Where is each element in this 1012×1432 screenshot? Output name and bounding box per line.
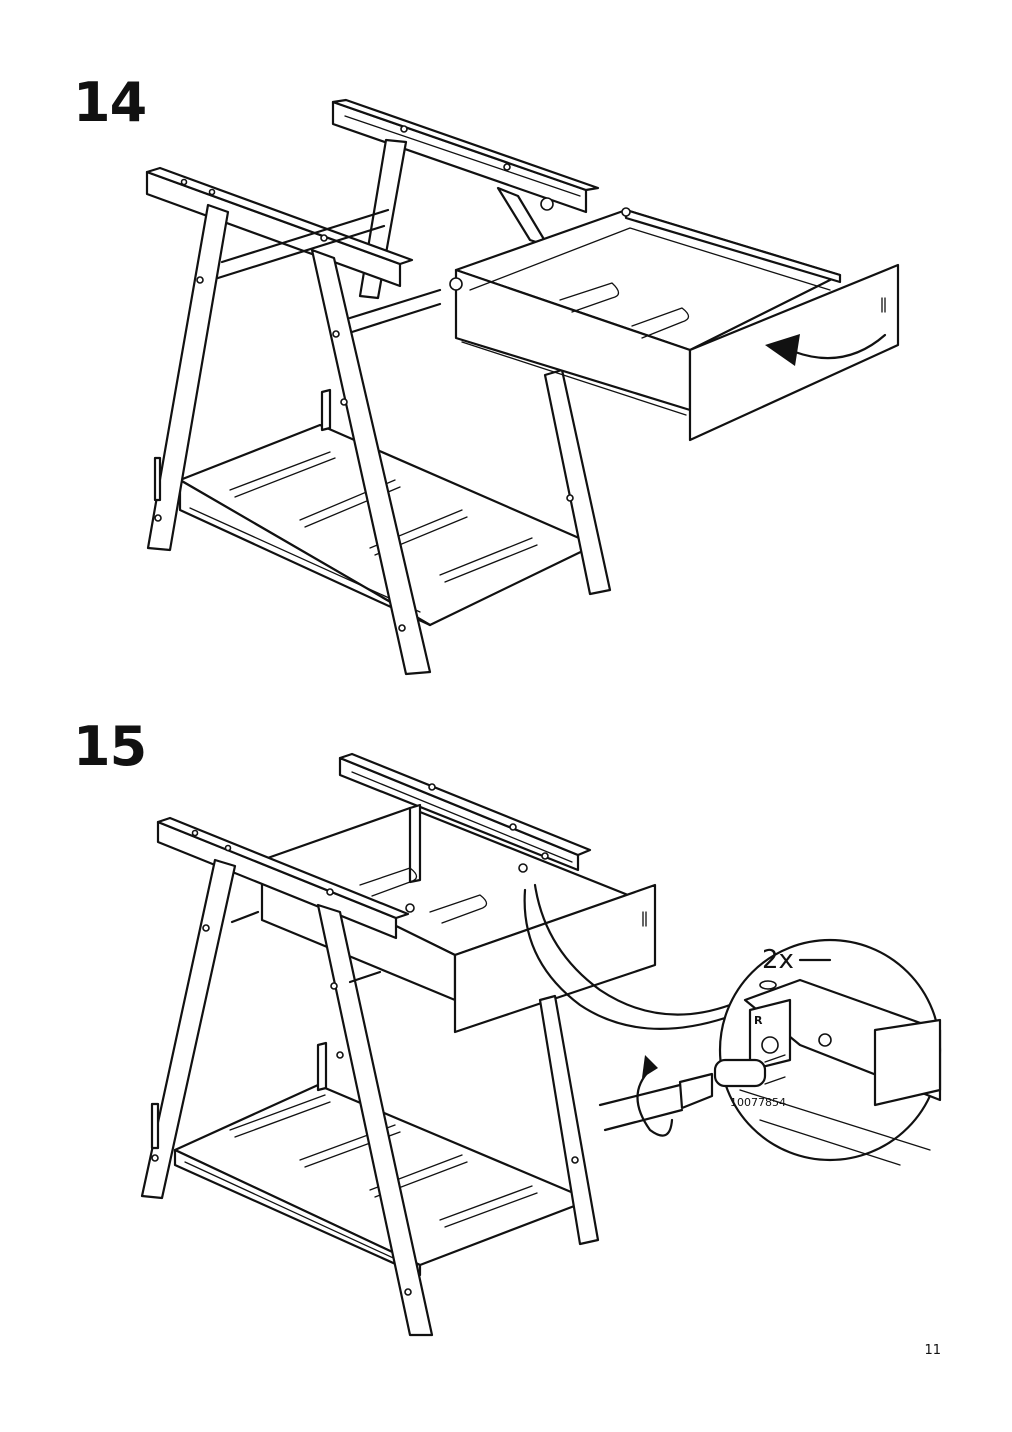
screwdriver-rotate-icon — [598, 1055, 714, 1137]
page-number: 11 — [924, 1343, 941, 1358]
front-trestle — [145, 166, 612, 676]
step-14-illustration — [145, 98, 900, 676]
back-trestle — [338, 752, 592, 872]
step-number-15: 15 — [73, 715, 147, 778]
side-mark-label: R — [754, 1014, 763, 1027]
callout-leader — [523, 883, 732, 1030]
drawer — [260, 803, 657, 1034]
detail-callout: R 10077854 — [713, 938, 942, 1166]
quantity-label: 2x — [762, 945, 794, 975]
front-trestle — [140, 816, 600, 1337]
back-trestle — [331, 98, 600, 300]
step-number-14: 14 — [73, 71, 147, 134]
step-15-illustration: R 10077854 2x — [140, 752, 942, 1337]
drawer — [449, 207, 900, 442]
drawer-insert-arrow-icon — [765, 333, 887, 366]
dowel-icon — [713, 1054, 786, 1088]
part-number-label: 10077854 — [730, 1096, 786, 1109]
